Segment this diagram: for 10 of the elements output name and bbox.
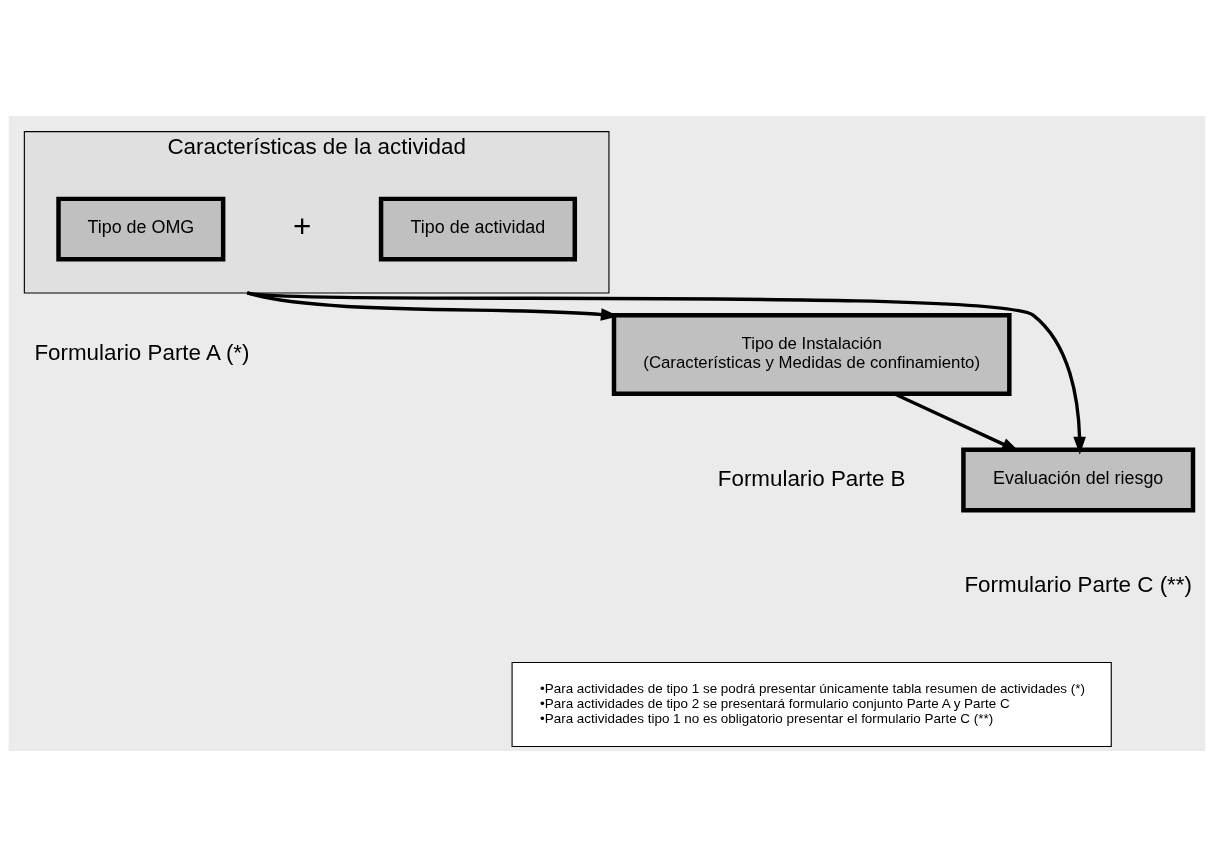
node-box: Tipo de Instalación (Características y Medidas de confinamiento) bbox=[611, 313, 1012, 396]
arrow bbox=[247, 291, 1086, 455]
node-box: Tipo de actividad bbox=[378, 196, 578, 262]
node-box: Tipo de OMG bbox=[56, 196, 226, 262]
node-label: Formulario Parte B bbox=[717, 465, 906, 491]
label: + bbox=[292, 208, 312, 244]
node-box: •Para actividades de tipo 1 se podrá presentar únicamente tabla resumen de actividades (*) •Para actividades de tipo 2 se presentará formulario conjunto Parte A y Parte C •Para actividades tipo 1 no es obligatorio presentar el formulario Parte C (**) bbox=[511, 661, 1112, 748]
node-label: Formulario Parte C (**) bbox=[964, 571, 1192, 597]
node-label: Formulario Parte A (*) bbox=[34, 340, 250, 366]
node-box: Evaluación del riesgo bbox=[961, 447, 1196, 513]
